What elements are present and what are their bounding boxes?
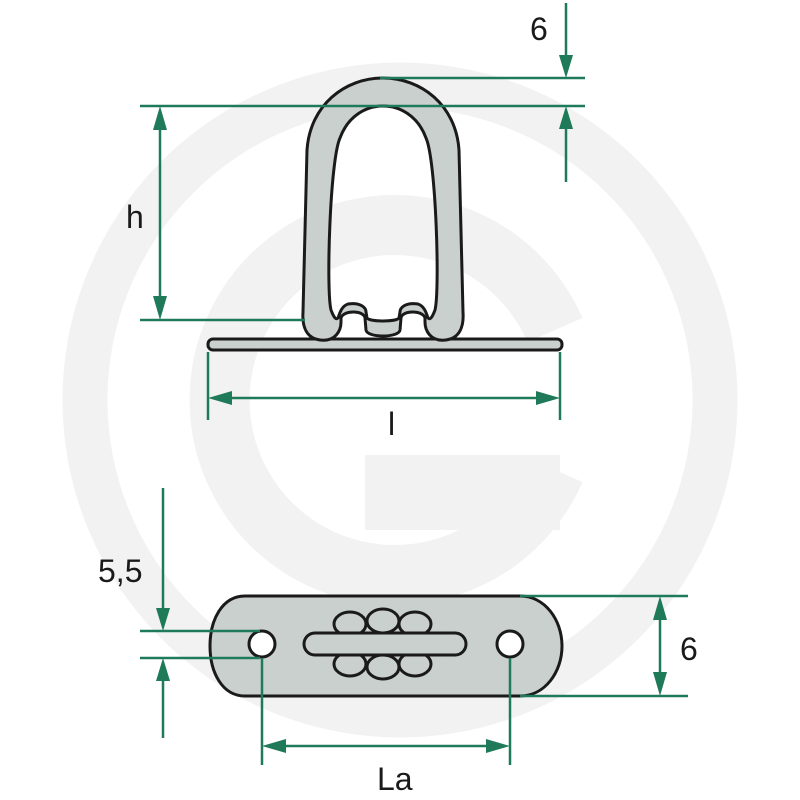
mounting-hole-right bbox=[495, 629, 525, 659]
loop-side bbox=[301, 76, 465, 342]
width-label: 6 bbox=[680, 631, 698, 667]
hole-spacing-label: La bbox=[377, 761, 413, 797]
height-label: h bbox=[126, 199, 144, 235]
length-label: l bbox=[388, 406, 395, 442]
mounting-hole-left bbox=[247, 629, 277, 659]
side-view: 6 h l bbox=[126, 3, 585, 442]
loop-footprint bbox=[302, 607, 468, 681]
top-view: 5,5 6 La bbox=[98, 488, 698, 797]
base-plate-side bbox=[206, 337, 564, 352]
hole-diameter-label: 5,5 bbox=[98, 553, 142, 589]
top-thickness-label: 6 bbox=[530, 11, 548, 47]
